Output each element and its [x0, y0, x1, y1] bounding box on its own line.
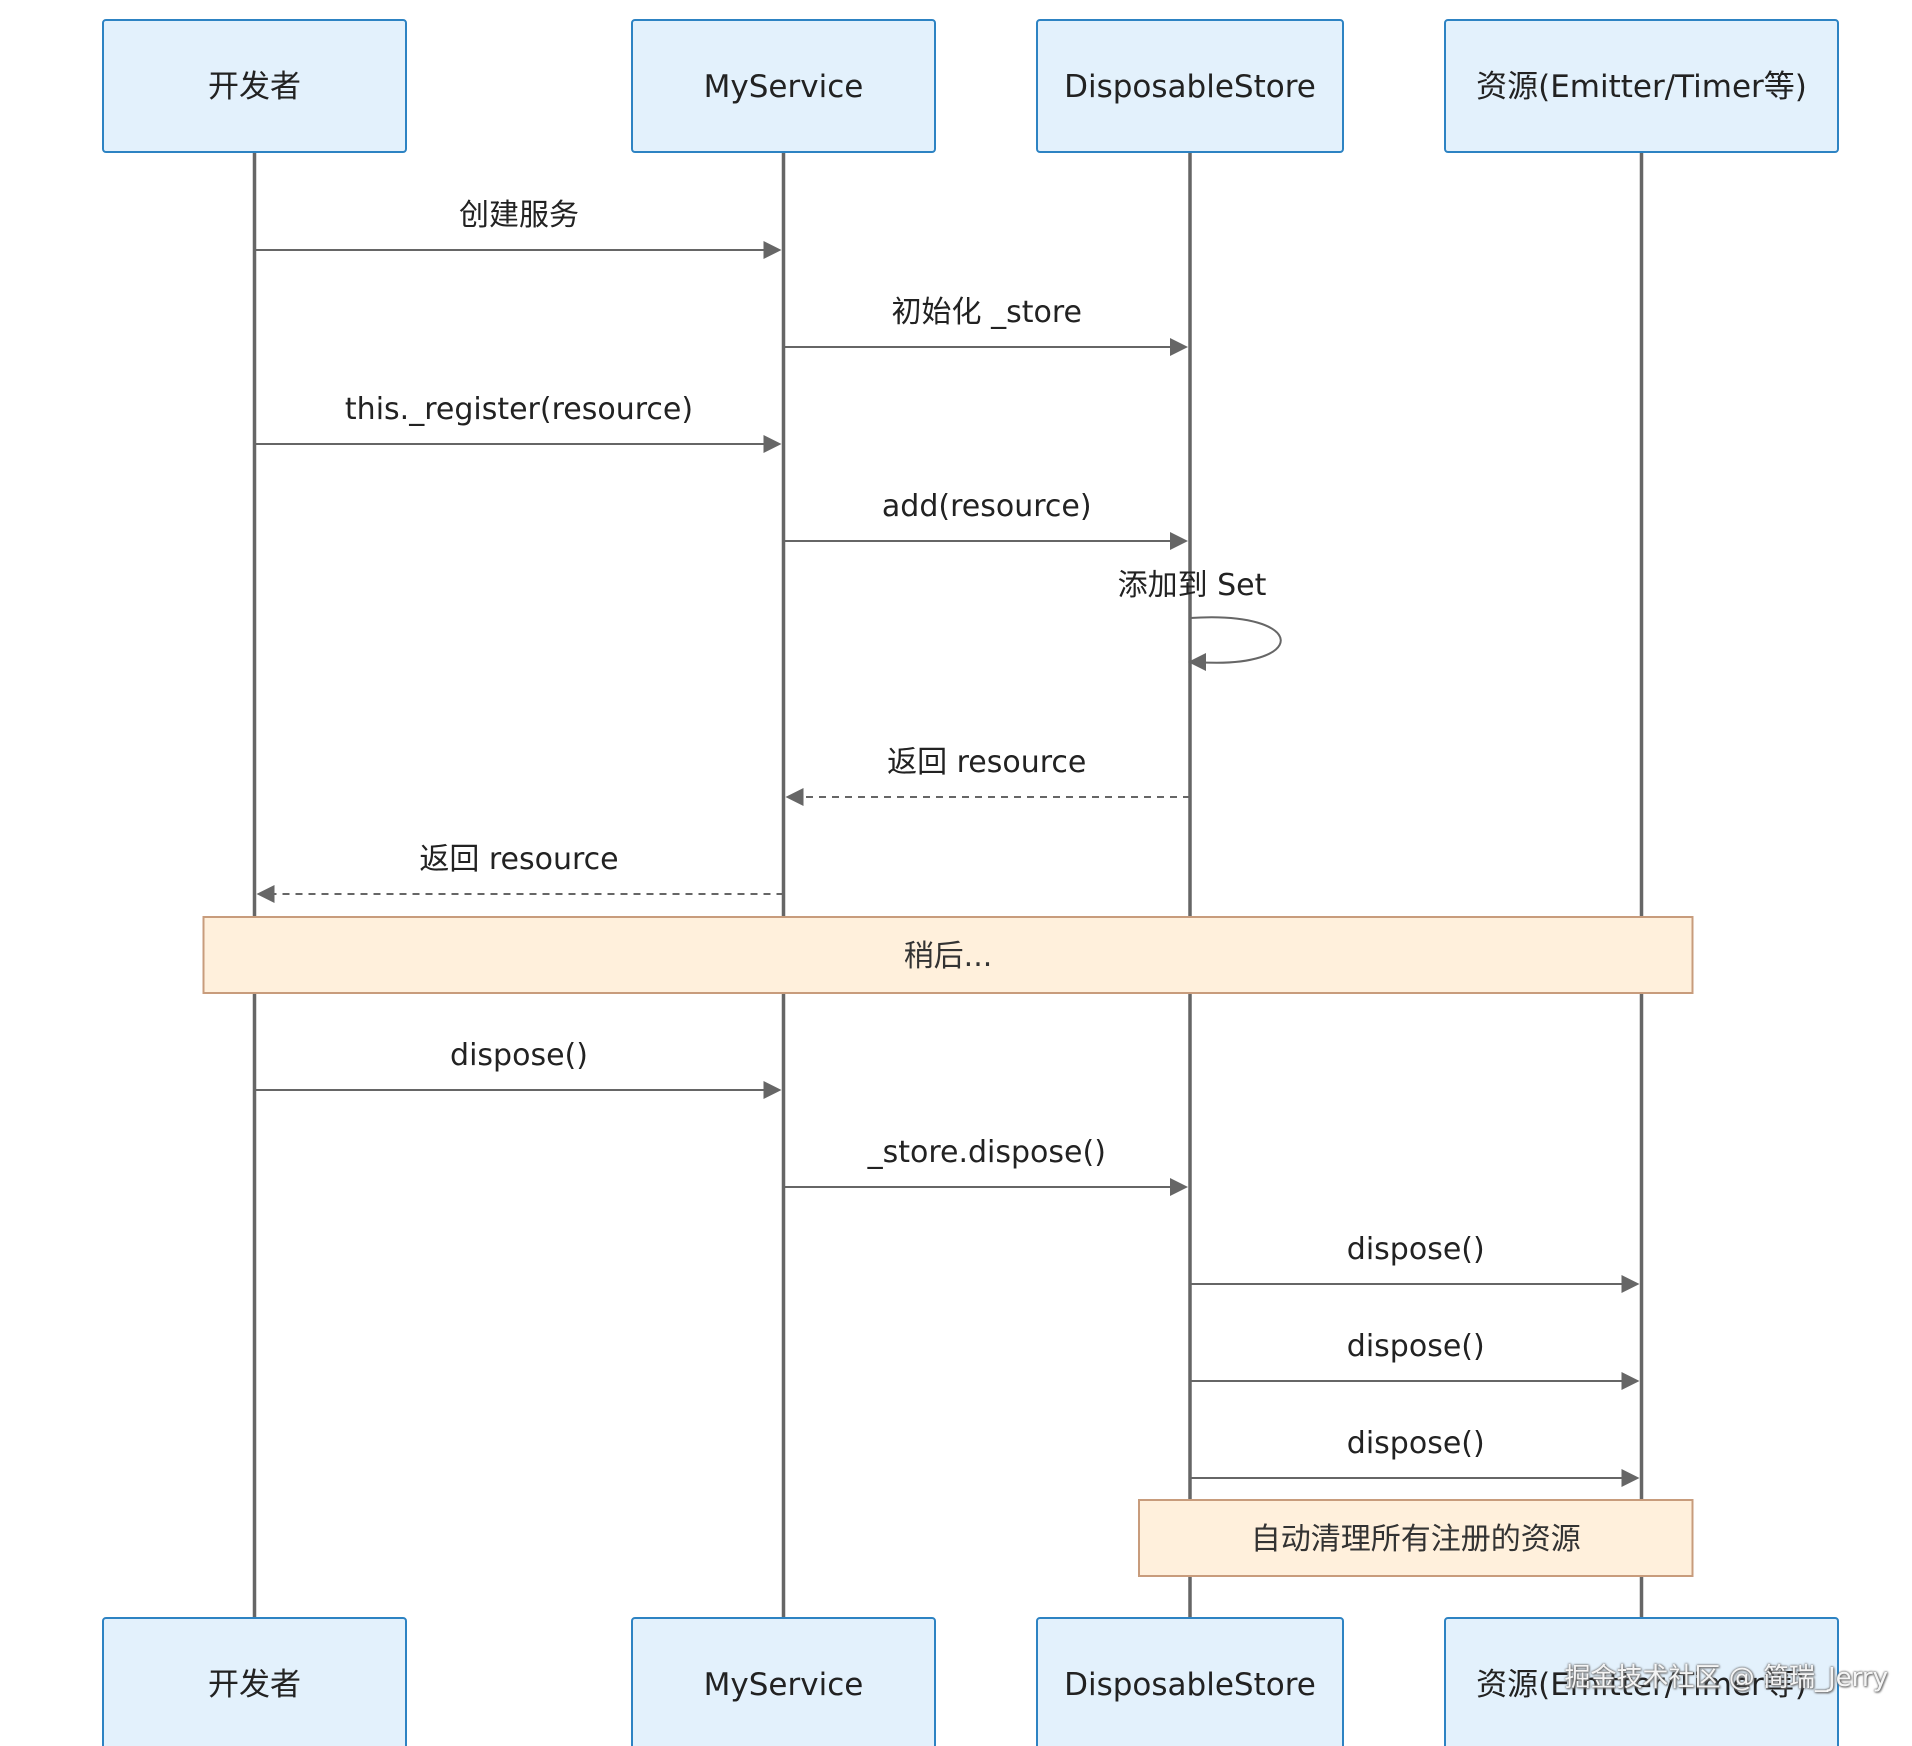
actor-box: [102, 19, 407, 153]
actor-store-top: DisposableStore: [1036, 19, 1344, 153]
actor-label: DisposableStore: [1064, 1667, 1316, 1703]
note-box: [202, 916, 1694, 994]
actor-store-bottom: DisposableStore: [1036, 1617, 1344, 1746]
message-label: dispose(): [450, 1038, 588, 1073]
note-text: 自动清理所有注册的资源: [1251, 1522, 1581, 1557]
actor-label: 开发者: [208, 1667, 301, 1703]
actor-box: [631, 19, 936, 153]
message-label: dispose(): [1347, 1232, 1485, 1267]
arrowhead: [763, 1081, 782, 1099]
message-label: this._register(resource): [345, 392, 693, 427]
actor-box: [1036, 1617, 1344, 1746]
actor-dev-top: 开发者: [102, 19, 407, 153]
arrowhead: [1188, 653, 1206, 671]
arrowhead: [763, 241, 782, 259]
message-4: 添加到 Set: [1118, 568, 1282, 671]
message-5: 返回 resource: [785, 745, 1190, 806]
watermark: 掘金技术社区 @ 简瑞_Jerry: [1564, 1663, 1888, 1693]
message-9: _store.dispose(): [783, 1135, 1188, 1196]
actor-box: [1444, 19, 1839, 153]
message-0: 创建服务: [254, 198, 782, 259]
message-10: dispose(): [1190, 1232, 1640, 1293]
message-2: this._register(resource): [254, 392, 782, 453]
message-label: 初始化 _store: [892, 295, 1082, 330]
actor-label: 资源(Emitter/Timer等): [1476, 1667, 1807, 1703]
message-label: 返回 resource: [419, 842, 618, 877]
actor-label: 资源(Emitter/Timer等): [1476, 69, 1807, 105]
actor-label: MyService: [704, 69, 864, 105]
actor-dev-bottom: 开发者: [102, 1617, 407, 1746]
message-label: dispose(): [1347, 1426, 1485, 1461]
actor-box: [102, 1617, 407, 1746]
arrowhead: [1621, 1469, 1640, 1487]
message-1: 初始化 _store: [783, 295, 1188, 356]
arrowhead: [785, 788, 804, 806]
message-label: 创建服务: [459, 198, 579, 233]
actor-label: 开发者: [208, 69, 301, 105]
message-label: _store.dispose(): [867, 1135, 1106, 1170]
message-label: add(resource): [882, 489, 1092, 524]
actor-box: [1036, 19, 1344, 153]
arrowhead: [1170, 338, 1188, 356]
arrowhead: [256, 885, 275, 903]
message-11: dispose(): [1190, 1329, 1640, 1390]
actor-label: DisposableStore: [1064, 69, 1316, 105]
message-label: dispose(): [1347, 1329, 1485, 1364]
arrowhead: [1170, 1178, 1188, 1196]
actor-res-top: 资源(Emitter/Timer等): [1444, 19, 1839, 153]
self-loop-line: [1189, 616, 1282, 664]
message-8: dispose(): [254, 1038, 782, 1099]
actor-box: [1444, 1617, 1839, 1746]
note-13: 自动清理所有注册的资源: [1138, 1499, 1694, 1577]
message-label: 添加到 Set: [1118, 568, 1267, 603]
note-7: 稍后...: [202, 916, 1694, 994]
arrowhead: [1621, 1372, 1640, 1390]
message-3: add(resource): [783, 489, 1188, 550]
message-12: dispose(): [1190, 1426, 1640, 1487]
message-label: 返回 resource: [887, 745, 1086, 780]
note-text: 稍后...: [904, 939, 993, 974]
actor-svc-bottom: MyService: [631, 1617, 936, 1746]
actor-label: MyService: [704, 1667, 864, 1703]
note-box: [1138, 1499, 1694, 1577]
actor-res-bottom: 资源(Emitter/Timer等): [1444, 1617, 1839, 1746]
actor-box: [631, 1617, 936, 1746]
arrowhead: [1170, 532, 1188, 550]
message-6: 返回 resource: [256, 842, 784, 903]
actor-svc-top: MyService: [631, 19, 936, 153]
arrowhead: [1621, 1275, 1640, 1293]
arrowhead: [763, 435, 782, 453]
